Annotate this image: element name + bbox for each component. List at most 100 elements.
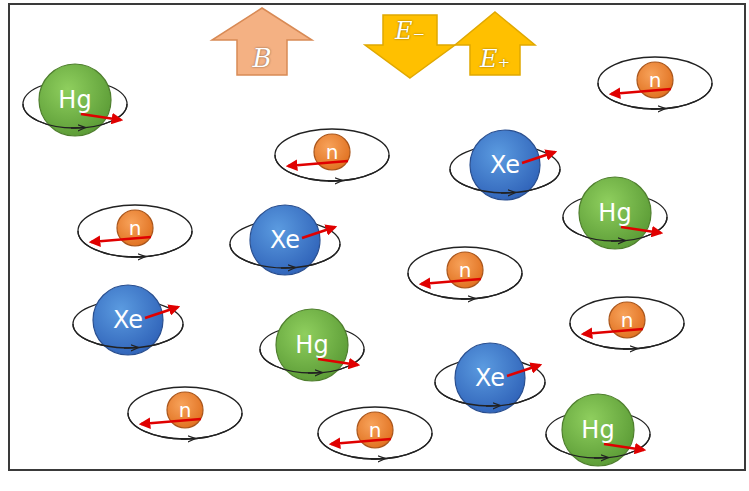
particle-label: Xe <box>270 228 300 252</box>
frame-border <box>9 4 745 470</box>
particle-node: n <box>308 389 442 471</box>
block-arrow <box>212 8 312 75</box>
particle-node: Xe <box>220 190 350 290</box>
spin-arrow <box>141 419 201 424</box>
spin-arrow <box>507 365 540 376</box>
orbit-arrow <box>71 127 84 129</box>
label-holder: n <box>459 260 472 281</box>
label-holder: Hg <box>295 333 328 357</box>
particle-label: Hg <box>581 418 614 442</box>
particle-label: n <box>369 420 382 440</box>
spin-arrow <box>583 329 643 334</box>
spin-arrow <box>318 359 358 365</box>
spin-arrow <box>421 279 481 284</box>
particle-ball <box>470 130 540 200</box>
block-arrow <box>365 15 455 78</box>
label-holder: Xe <box>270 228 300 252</box>
label-holder: n <box>649 70 662 91</box>
label-holder: Hg <box>581 418 614 442</box>
spin-arrow <box>288 161 348 166</box>
orbit-arrow <box>328 180 341 182</box>
particle-label: n <box>621 310 634 330</box>
label-holder: Hg <box>58 88 91 112</box>
particle-label: n <box>459 260 472 280</box>
particle-node: Xe <box>425 328 555 428</box>
particle-node: Hg <box>13 49 137 151</box>
orbit-back <box>408 247 522 299</box>
label-holder: n <box>369 420 382 441</box>
label-holder: n <box>326 142 339 163</box>
orbit-arrow <box>281 267 294 269</box>
field-label: B <box>252 45 271 71</box>
label-holder: n <box>179 400 192 421</box>
orbit-arrow <box>461 298 474 300</box>
particle-label: Xe <box>113 308 143 332</box>
particle-node: Xe <box>440 115 570 215</box>
label-holder: B <box>252 45 271 71</box>
label-holder: Xe <box>475 366 505 390</box>
orbit-arrow <box>651 108 664 110</box>
orbit-back <box>318 407 432 459</box>
label-holder: Xe <box>490 153 520 177</box>
orbit-back <box>78 205 192 257</box>
field-arrow: E₋ <box>365 15 455 78</box>
spin-arrow <box>302 227 335 238</box>
orbit-arrow <box>131 256 144 258</box>
field-arrow: E₊ <box>455 12 535 75</box>
particle-node: Hg <box>250 294 374 396</box>
block-arrow <box>455 12 535 75</box>
spin-arrow <box>145 307 178 318</box>
spin-arrow <box>522 152 555 163</box>
orbit-arrow <box>594 457 607 459</box>
particle-node: n <box>118 369 252 451</box>
particle-label: n <box>326 142 339 162</box>
orbit-back <box>275 129 389 181</box>
spin-arrow <box>621 227 661 233</box>
particle-node: n <box>560 279 694 361</box>
orbit-arrow <box>308 372 321 374</box>
orbit-back <box>570 297 684 349</box>
field-label: E₊ <box>480 47 510 71</box>
label-holder: E₋ <box>395 19 425 43</box>
particle-label: Hg <box>58 88 91 112</box>
particle-label: n <box>129 218 142 238</box>
particle-node: Hg <box>536 379 660 481</box>
particle-node: n <box>68 187 202 269</box>
particle-ball <box>455 343 525 413</box>
particle-label: n <box>649 70 662 90</box>
orbit-arrow <box>501 192 514 194</box>
spin-arrow <box>91 237 151 242</box>
orbit-arrow <box>124 347 137 349</box>
label-holder: n <box>129 218 142 239</box>
orbit-arrow <box>623 348 636 350</box>
spin-arrow <box>604 444 644 450</box>
spin-arrow <box>81 114 121 120</box>
label-holder: Hg <box>598 201 631 225</box>
label-holder: E₊ <box>480 47 510 71</box>
particle-ball <box>250 205 320 275</box>
particle-node: Xe <box>63 270 193 370</box>
particle-node: n <box>588 39 722 121</box>
field-label: E₋ <box>395 19 425 43</box>
spin-arrow <box>611 89 671 94</box>
particle-label: Xe <box>475 366 505 390</box>
particle-label: Hg <box>598 201 631 225</box>
orbit-arrow <box>486 405 499 407</box>
particle-label: n <box>179 400 192 420</box>
particle-label: Hg <box>295 333 328 357</box>
orbit-back <box>598 57 712 109</box>
field-arrow: B <box>212 8 312 75</box>
orbit-arrow <box>611 240 624 242</box>
particle-ball <box>93 285 163 355</box>
particle-node: n <box>398 229 532 311</box>
particle-node: Hg <box>553 162 677 264</box>
spin-arrow <box>331 439 391 444</box>
particle-label: Xe <box>490 153 520 177</box>
orbit-back <box>128 387 242 439</box>
label-holder: Xe <box>113 308 143 332</box>
particle-node: n <box>265 111 399 193</box>
label-holder: n <box>621 310 634 331</box>
orbit-arrow <box>371 458 384 460</box>
orbit-arrow <box>181 438 194 440</box>
